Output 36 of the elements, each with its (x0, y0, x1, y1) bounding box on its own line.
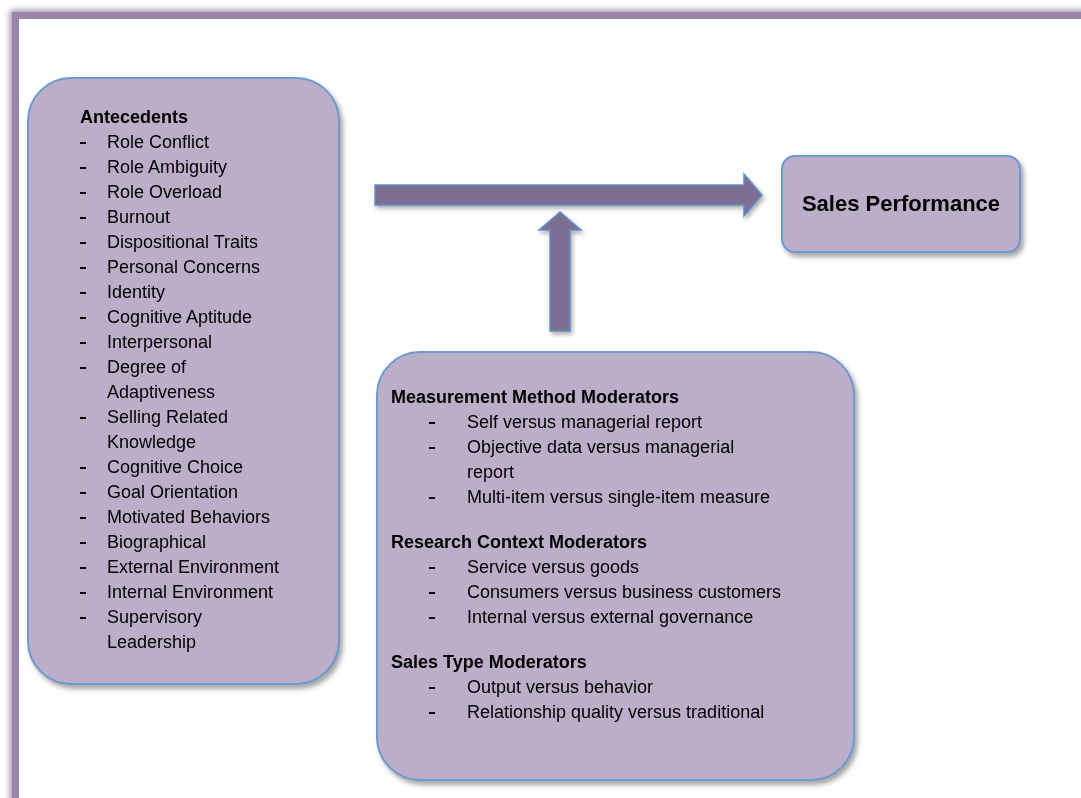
list-item: Goal Orientation (107, 481, 240, 504)
list-item: Burnout (107, 206, 172, 229)
list-item: Degree of Adaptiveness (107, 356, 217, 404)
list-item: Role Overload (107, 181, 224, 204)
content-box (376, 351, 855, 781)
box-title: Sales Performance (801, 190, 1001, 218)
list-item: Consumers versus business customers (467, 581, 783, 604)
list-item: Motivated Behaviors (107, 506, 272, 529)
list-item: Selling Related Knowledge (107, 406, 230, 454)
list-item: Identity (107, 281, 167, 304)
list-item: Supervisory Leadership (107, 606, 204, 654)
block-arrow (374, 171, 763, 219)
list-item: Cognitive Choice (107, 456, 245, 479)
list-item: Self versus managerial report (467, 411, 704, 434)
list-item: Service versus goods (467, 556, 641, 579)
content-box (27, 77, 340, 685)
list-item: Internal versus external governance (467, 606, 755, 629)
list-item: Dispositional Traits (107, 231, 260, 254)
list-item: Role Conflict (107, 131, 211, 154)
list-item: Cognitive Aptitude (107, 306, 254, 329)
block-arrow (536, 211, 584, 332)
list-item: Output versus behavior (467, 676, 655, 699)
group-heading: Sales Type Moderators (391, 651, 588, 674)
list-item: Internal Environment (107, 581, 275, 604)
list-item: Relationship quality versus traditional (467, 701, 766, 724)
list-item: Objective data versus managerial report (467, 436, 736, 484)
list-item: Role Ambiguity (107, 156, 229, 179)
list-heading: Antecedents (80, 106, 190, 129)
list-item: Multi-item versus single-item measure (467, 486, 772, 509)
outcome-box (781, 155, 1021, 253)
list-item: Personal Concerns (107, 256, 262, 279)
list-item: Biographical (107, 531, 208, 554)
list-item: External Environment (107, 556, 281, 579)
list-item: Interpersonal (107, 331, 214, 354)
group-heading: Measurement Method Moderators (391, 386, 681, 409)
group-heading: Research Context Moderators (391, 531, 649, 554)
